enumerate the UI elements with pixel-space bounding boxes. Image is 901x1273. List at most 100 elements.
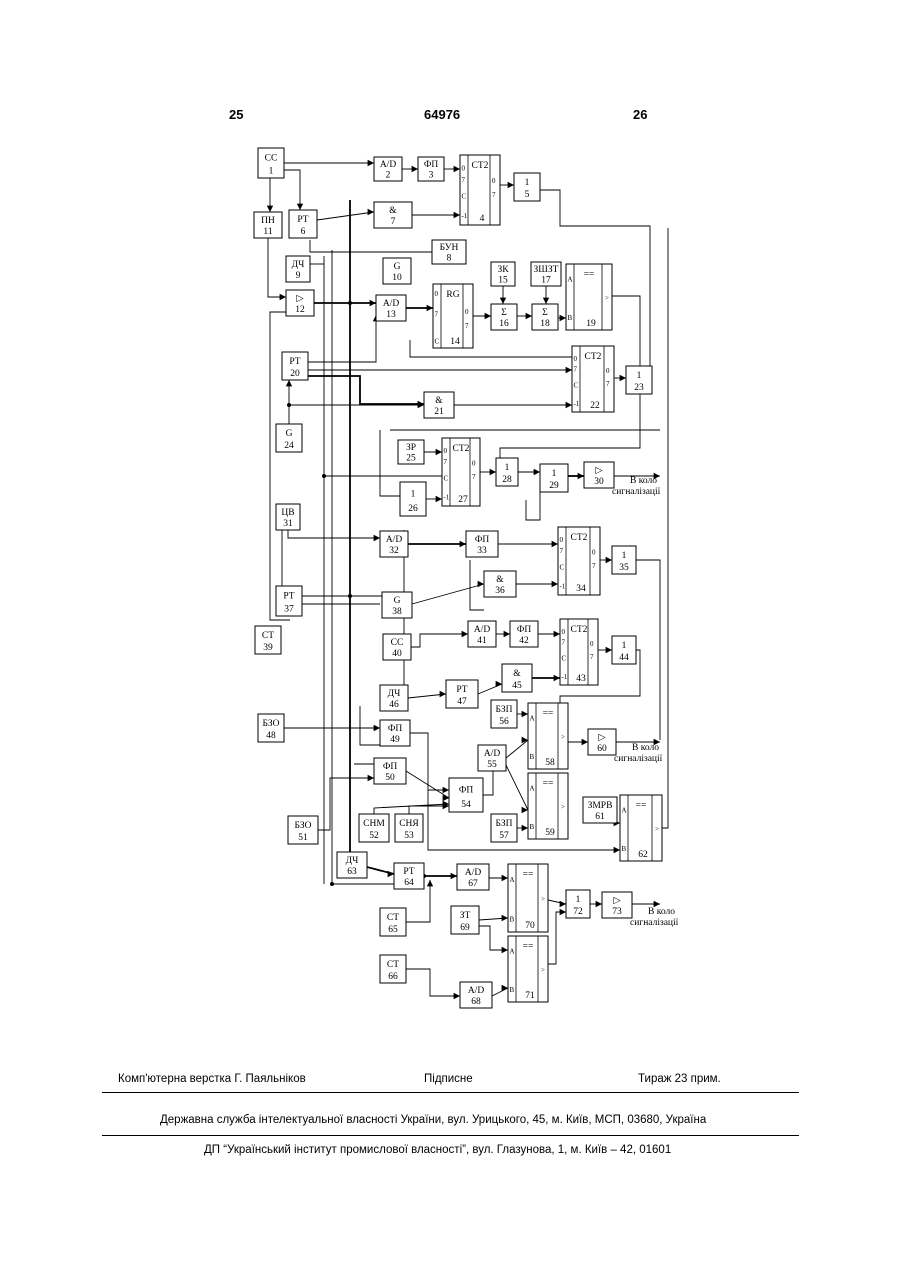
block-36: &36	[484, 571, 516, 597]
counter-pin-label: 0	[574, 355, 578, 363]
block-67-number: 67	[468, 879, 478, 889]
block-19: ==19AB>	[566, 264, 612, 330]
block-42-label: ФП	[517, 625, 532, 635]
block-37-label: РТ	[283, 592, 294, 602]
block-55-label: А/D	[484, 749, 501, 759]
comparator-output-label: >	[541, 966, 545, 974]
block-73-number: 73	[612, 907, 622, 917]
block-26-number: 26	[408, 504, 418, 514]
footer-institute: ДП “Український інститут промислової вла…	[204, 1144, 671, 1156]
block-2-label: А/D	[380, 160, 397, 170]
comparator-input-label: A	[510, 948, 515, 956]
comparator-output-label: >	[541, 895, 545, 903]
block-50-label: ФП	[383, 762, 398, 772]
register-pin-label: C	[435, 337, 440, 345]
block-61-number: 61	[595, 812, 605, 822]
block-29-number: 29	[549, 481, 559, 491]
footer-typesetting: Комп'ютерна верстка Г. Паяльніков	[118, 1073, 306, 1085]
counter-pin-label: 7	[462, 176, 466, 184]
block-6-number: 6	[301, 227, 306, 237]
block-44-number: 44	[619, 653, 629, 663]
block-65-number: 65	[388, 925, 398, 935]
block-25: ЗР25	[398, 440, 424, 464]
block-21-number: 21	[434, 407, 444, 417]
block-73-label: ▷	[613, 896, 621, 906]
block-64: РТ64	[394, 863, 424, 889]
block-16: Σ16	[491, 304, 517, 330]
block-38-number: 38	[392, 607, 402, 617]
counter-output-label: 7	[492, 191, 496, 199]
block-53: СНЯ53	[395, 814, 423, 842]
block-60-label: ▷	[598, 733, 606, 743]
footer-subscription: Підписне	[424, 1073, 473, 1085]
block-33-number: 33	[477, 546, 487, 556]
block-64-number: 64	[404, 878, 414, 888]
block-1-number: 1	[269, 167, 274, 177]
block-43-number: 43	[576, 674, 586, 684]
block-60: ▷60	[588, 729, 616, 755]
block-52-label: СНМ	[363, 819, 385, 829]
block-58-number: 58	[545, 758, 555, 768]
block-3-label: ФП	[424, 160, 439, 170]
block-7: &7	[374, 202, 412, 228]
block-3: ФП3	[418, 157, 444, 181]
block-19-number: 19	[586, 319, 596, 329]
block-33: ФП33	[466, 531, 498, 557]
block-45: &45	[502, 664, 532, 692]
block-50-number: 50	[385, 773, 395, 783]
block-20: РТ20	[282, 352, 308, 380]
block-49-number: 49	[390, 735, 400, 745]
block-18-label: Σ	[542, 308, 548, 318]
signal-output-line1: В коло	[630, 476, 657, 486]
block-70-label: ==	[523, 870, 534, 880]
block-40-number: 40	[392, 649, 402, 659]
register-pin-label: 0	[435, 290, 439, 298]
block-72: 172	[566, 890, 590, 918]
block-69-number: 69	[460, 923, 470, 933]
block-22-label: СТ2	[585, 352, 602, 362]
comparator-output-label: >	[605, 294, 609, 302]
block-51-number: 51	[298, 833, 308, 843]
block-43: СТ24307C-107	[560, 619, 598, 685]
block-10: G10	[383, 258, 411, 284]
comparator-input-label: B	[622, 845, 627, 853]
block-24: G24	[276, 424, 302, 452]
counter-output-label: 0	[472, 459, 476, 467]
block-45-label: &	[513, 669, 521, 679]
block-46-number: 46	[389, 700, 399, 710]
block-13-number: 13	[386, 310, 396, 320]
counter-pin-label: 0	[560, 536, 564, 544]
block-29-label: 1	[552, 469, 557, 479]
counter-output-label: 0	[606, 367, 610, 375]
block-51: БЗО51	[288, 816, 318, 844]
block-57: БЗП57	[491, 814, 517, 842]
block-63-label: ДЧ	[346, 856, 359, 866]
block-70: ==70AB>	[508, 864, 548, 932]
signal-output-line2: сигналізації	[614, 754, 663, 764]
block-71: ==71AB>	[508, 936, 548, 1002]
comparator-input-label: B	[510, 986, 515, 994]
block-66: СТ66	[380, 955, 406, 983]
block-31: ЦВ31	[276, 504, 300, 530]
counter-output-label: 7	[472, 473, 476, 481]
block-14-number: 14	[450, 337, 460, 347]
block-41-label: А/D	[474, 625, 491, 635]
counter-pin-label: 0	[444, 447, 448, 455]
block-40: СС40	[383, 634, 411, 660]
block-69: ЗТ69	[451, 906, 479, 934]
block-11-number: 11	[263, 227, 272, 237]
comparator-output-label: >	[655, 825, 659, 833]
block-13: А/D13	[376, 295, 406, 321]
block-35-number: 35	[619, 563, 629, 573]
counter-pin-label: 0	[462, 165, 466, 173]
counter-output-label: 0	[592, 548, 596, 556]
block-22: СТ22207C-107	[572, 346, 614, 412]
signal-output-60: В колосигналізації	[614, 743, 663, 764]
block-54: ФП54	[449, 778, 483, 812]
block-35-label: 1	[622, 551, 627, 561]
block-71-number: 71	[525, 991, 535, 1001]
footer-rule-middle	[102, 1135, 799, 1136]
block-14-label: RG	[446, 290, 459, 300]
block-40-label: СС	[391, 638, 404, 648]
block-64-label: РТ	[403, 867, 414, 877]
